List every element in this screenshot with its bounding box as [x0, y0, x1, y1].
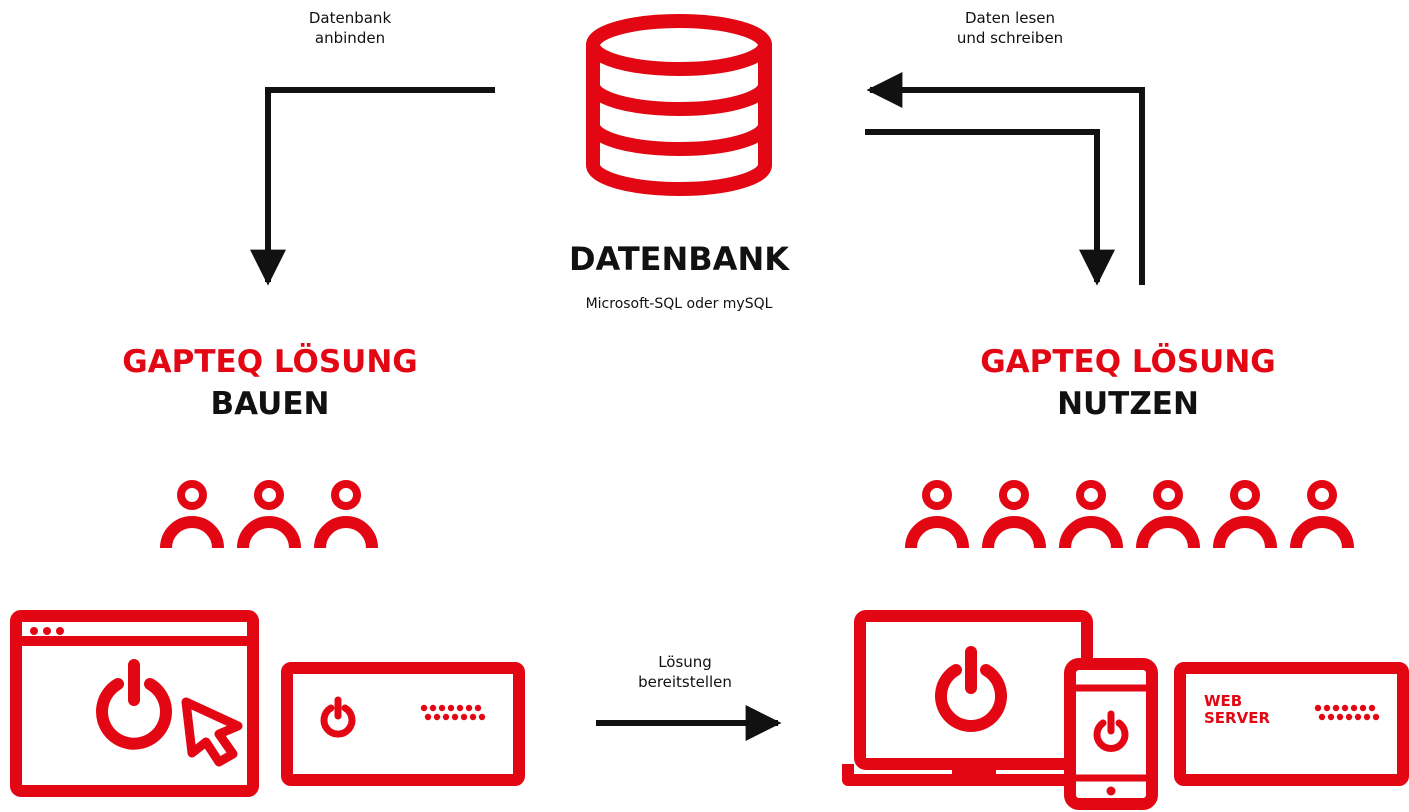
web-server-label: WEB SERVER [1204, 693, 1294, 727]
build-title-black: BAUEN [210, 386, 330, 422]
web-server-label-line1: WEB [1204, 692, 1243, 710]
user-icon [982, 480, 1046, 549]
database-icon [586, 14, 772, 196]
user-icon [1059, 480, 1123, 549]
web-server-label-line2: SERVER [1204, 709, 1271, 727]
users-icon [160, 480, 378, 549]
deploy-label: Lösung bereitstellen [610, 652, 760, 692]
connect-db-arrow [250, 87, 495, 286]
user-icon [314, 480, 378, 549]
read-write-label-line2: und schreiben [956, 29, 1064, 47]
cursor-icon [181, 697, 243, 767]
browser-window-icon [10, 610, 259, 797]
deploy-label-line2: bereitstellen [638, 673, 732, 691]
user-icon [1213, 480, 1277, 549]
user-icon [905, 480, 969, 549]
user-icon [1290, 480, 1354, 549]
database-title: DATENBANK [568, 240, 790, 278]
user-icon [160, 480, 224, 549]
use-title-red: GAPTEQ LÖSUNG [980, 344, 1276, 380]
connect-db-label: Datenbank anbinden [280, 8, 420, 48]
server-icon [281, 662, 525, 786]
connect-db-label-line2: anbinden [314, 29, 386, 47]
user-icon [1136, 480, 1200, 549]
connect-db-label-line1: Datenbank [308, 9, 392, 27]
build-title-red: GAPTEQ LÖSUNG [122, 344, 418, 380]
read-write-label-line1: Daten lesen [964, 9, 1056, 27]
read-write-label: Daten lesen und schreiben [940, 8, 1080, 48]
smartphone-icon [1064, 658, 1158, 810]
deploy-label-line1: Lösung [658, 653, 712, 671]
write-arrow [865, 129, 1115, 286]
read-arrow [866, 72, 1145, 285]
power-icon [96, 659, 172, 750]
user-icon [237, 480, 301, 549]
laptop-icon [842, 610, 1093, 786]
database-subtitle: Microsoft-SQL oder mySQL [585, 296, 773, 312]
users-icon [905, 480, 1354, 549]
use-title-black: NUTZEN [1057, 386, 1199, 422]
web-server-icon [1174, 662, 1409, 786]
power-icon [935, 646, 1007, 732]
